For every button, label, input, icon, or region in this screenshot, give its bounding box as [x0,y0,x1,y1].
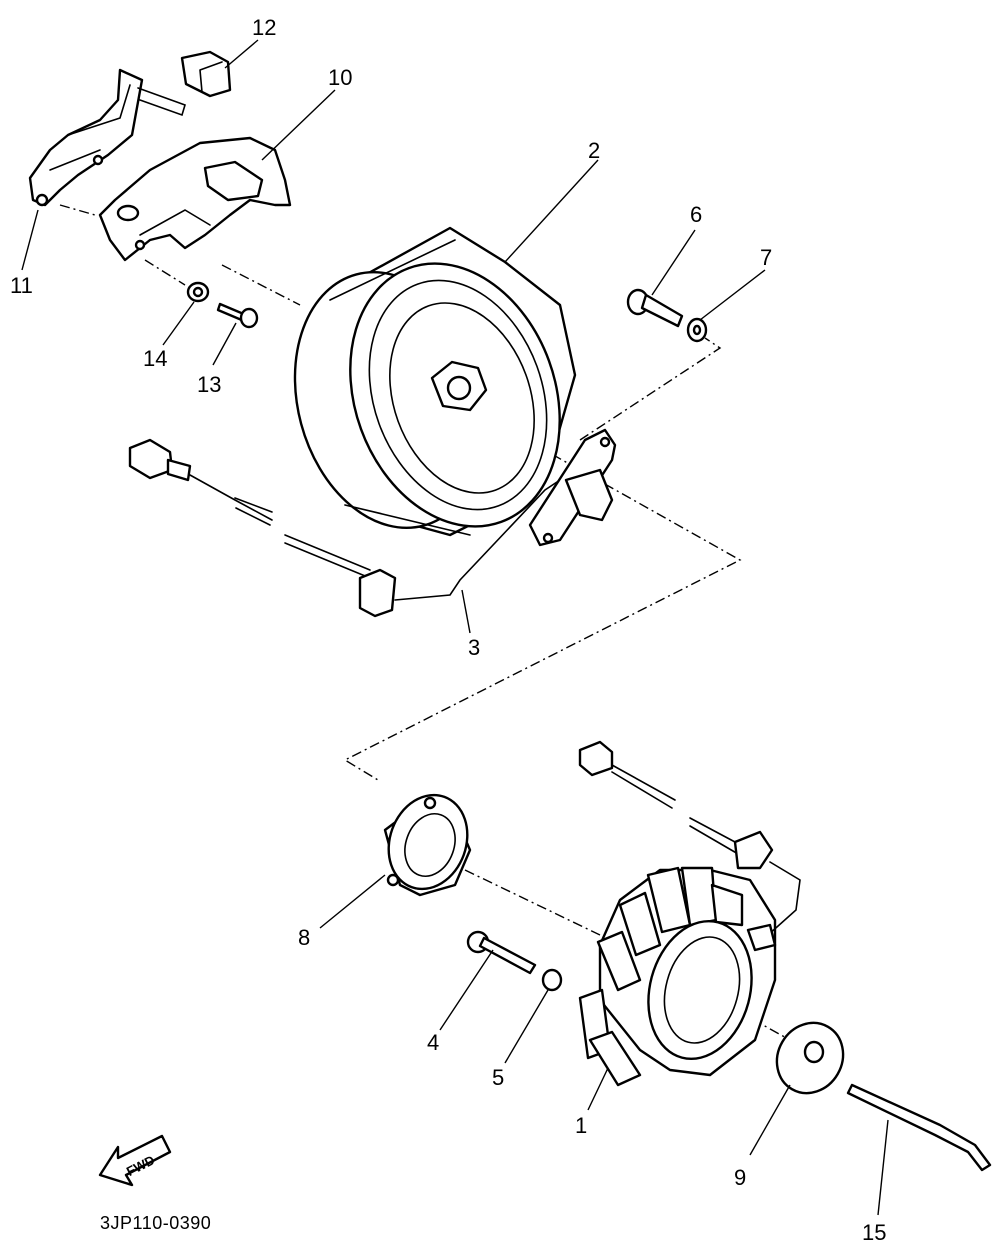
rotor-part-2 [293,226,577,537]
callout-13: 13 [197,372,221,397]
cover-bracket-part-11 [28,68,186,207]
callout-8: 8 [298,925,310,950]
assembly-lines [59,204,791,1041]
callout-12: 12 [252,15,276,40]
callout-numbers: 1 2 3 4 5 6 7 8 9 10 11 12 13 14 15 [10,15,886,1245]
callout-6: 6 [690,202,702,227]
callout-5: 5 [492,1065,504,1090]
coupler-part-12 [180,50,232,98]
callout-14: 14 [143,346,167,371]
callout-3: 3 [468,635,480,660]
callout-1: 1 [575,1113,587,1138]
bolt-part-6 [626,288,684,328]
rod-part-15 [846,1083,992,1172]
callout-9: 9 [734,1165,746,1190]
forward-arrow-icon: FWD [98,1134,172,1187]
drawing-code: 3JP110-0390 [100,1213,211,1233]
nut-part-5 [541,968,563,992]
screw-part-13 [216,302,259,329]
washer-part-7 [686,317,708,343]
callout-4: 4 [427,1030,439,1055]
pickup-coil-part-3 [128,428,617,618]
mounting-plate-part-10 [98,136,292,262]
washer-part-14 [186,281,210,303]
callout-leaders [21,39,889,1216]
bolt-part-4 [466,930,537,975]
washer-part-9 [775,1021,845,1095]
seal-housing-part-8 [383,793,472,897]
stator-part-1 [578,740,801,1087]
callout-11: 11 [10,273,33,298]
callout-7: 7 [760,245,772,270]
callout-10: 10 [328,65,352,90]
callout-2: 2 [588,138,600,163]
callout-15: 15 [862,1220,886,1245]
